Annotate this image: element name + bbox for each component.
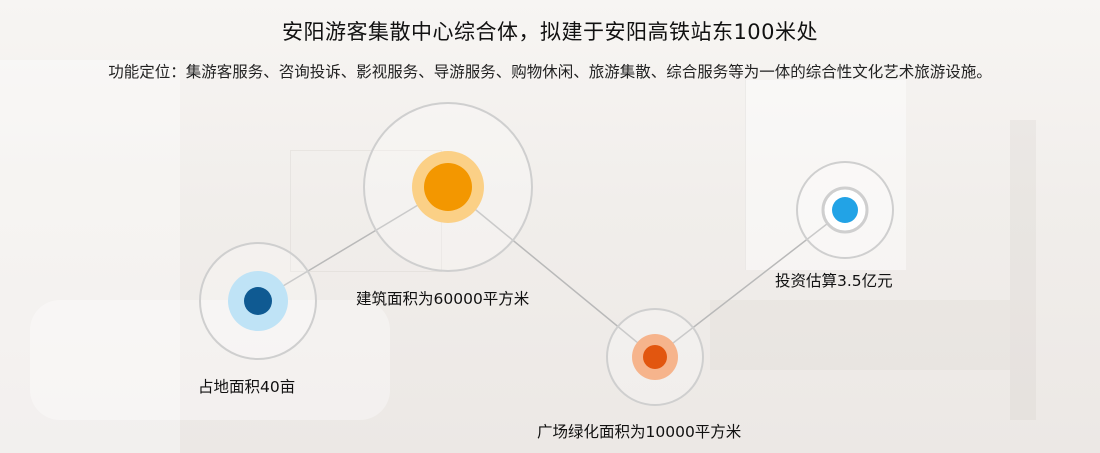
node-building-area-core — [424, 163, 472, 211]
node-investment — [796, 161, 894, 259]
page-subtitle: 功能定位：集游客服务、咨询投诉、影视服务、导游服务、购物休闲、旅游集散、综合服务… — [108, 63, 992, 81]
node-green-area-label: 广场绿化面积为10000平方米 — [537, 423, 742, 441]
node-land-area-core — [244, 287, 272, 315]
node-land-area — [199, 242, 317, 360]
node-building-area-label: 建筑面积为60000平方米 — [356, 290, 530, 308]
connector-line-1 — [257, 186, 449, 302]
node-investment-label: 投资估算3.5亿元 — [775, 272, 893, 290]
connector-line-2 — [447, 186, 656, 358]
node-green-area-core — [643, 345, 667, 369]
page-title: 安阳游客集散中心综合体，拟建于安阳高铁站东100米处 — [281, 20, 819, 44]
connector-line-3 — [654, 209, 846, 358]
node-investment-core — [832, 197, 858, 223]
node-land-area-label: 占地面积40亩 — [198, 378, 296, 396]
node-green-area — [606, 308, 704, 406]
node-building-area — [363, 102, 533, 272]
connector-lines — [257, 186, 846, 358]
